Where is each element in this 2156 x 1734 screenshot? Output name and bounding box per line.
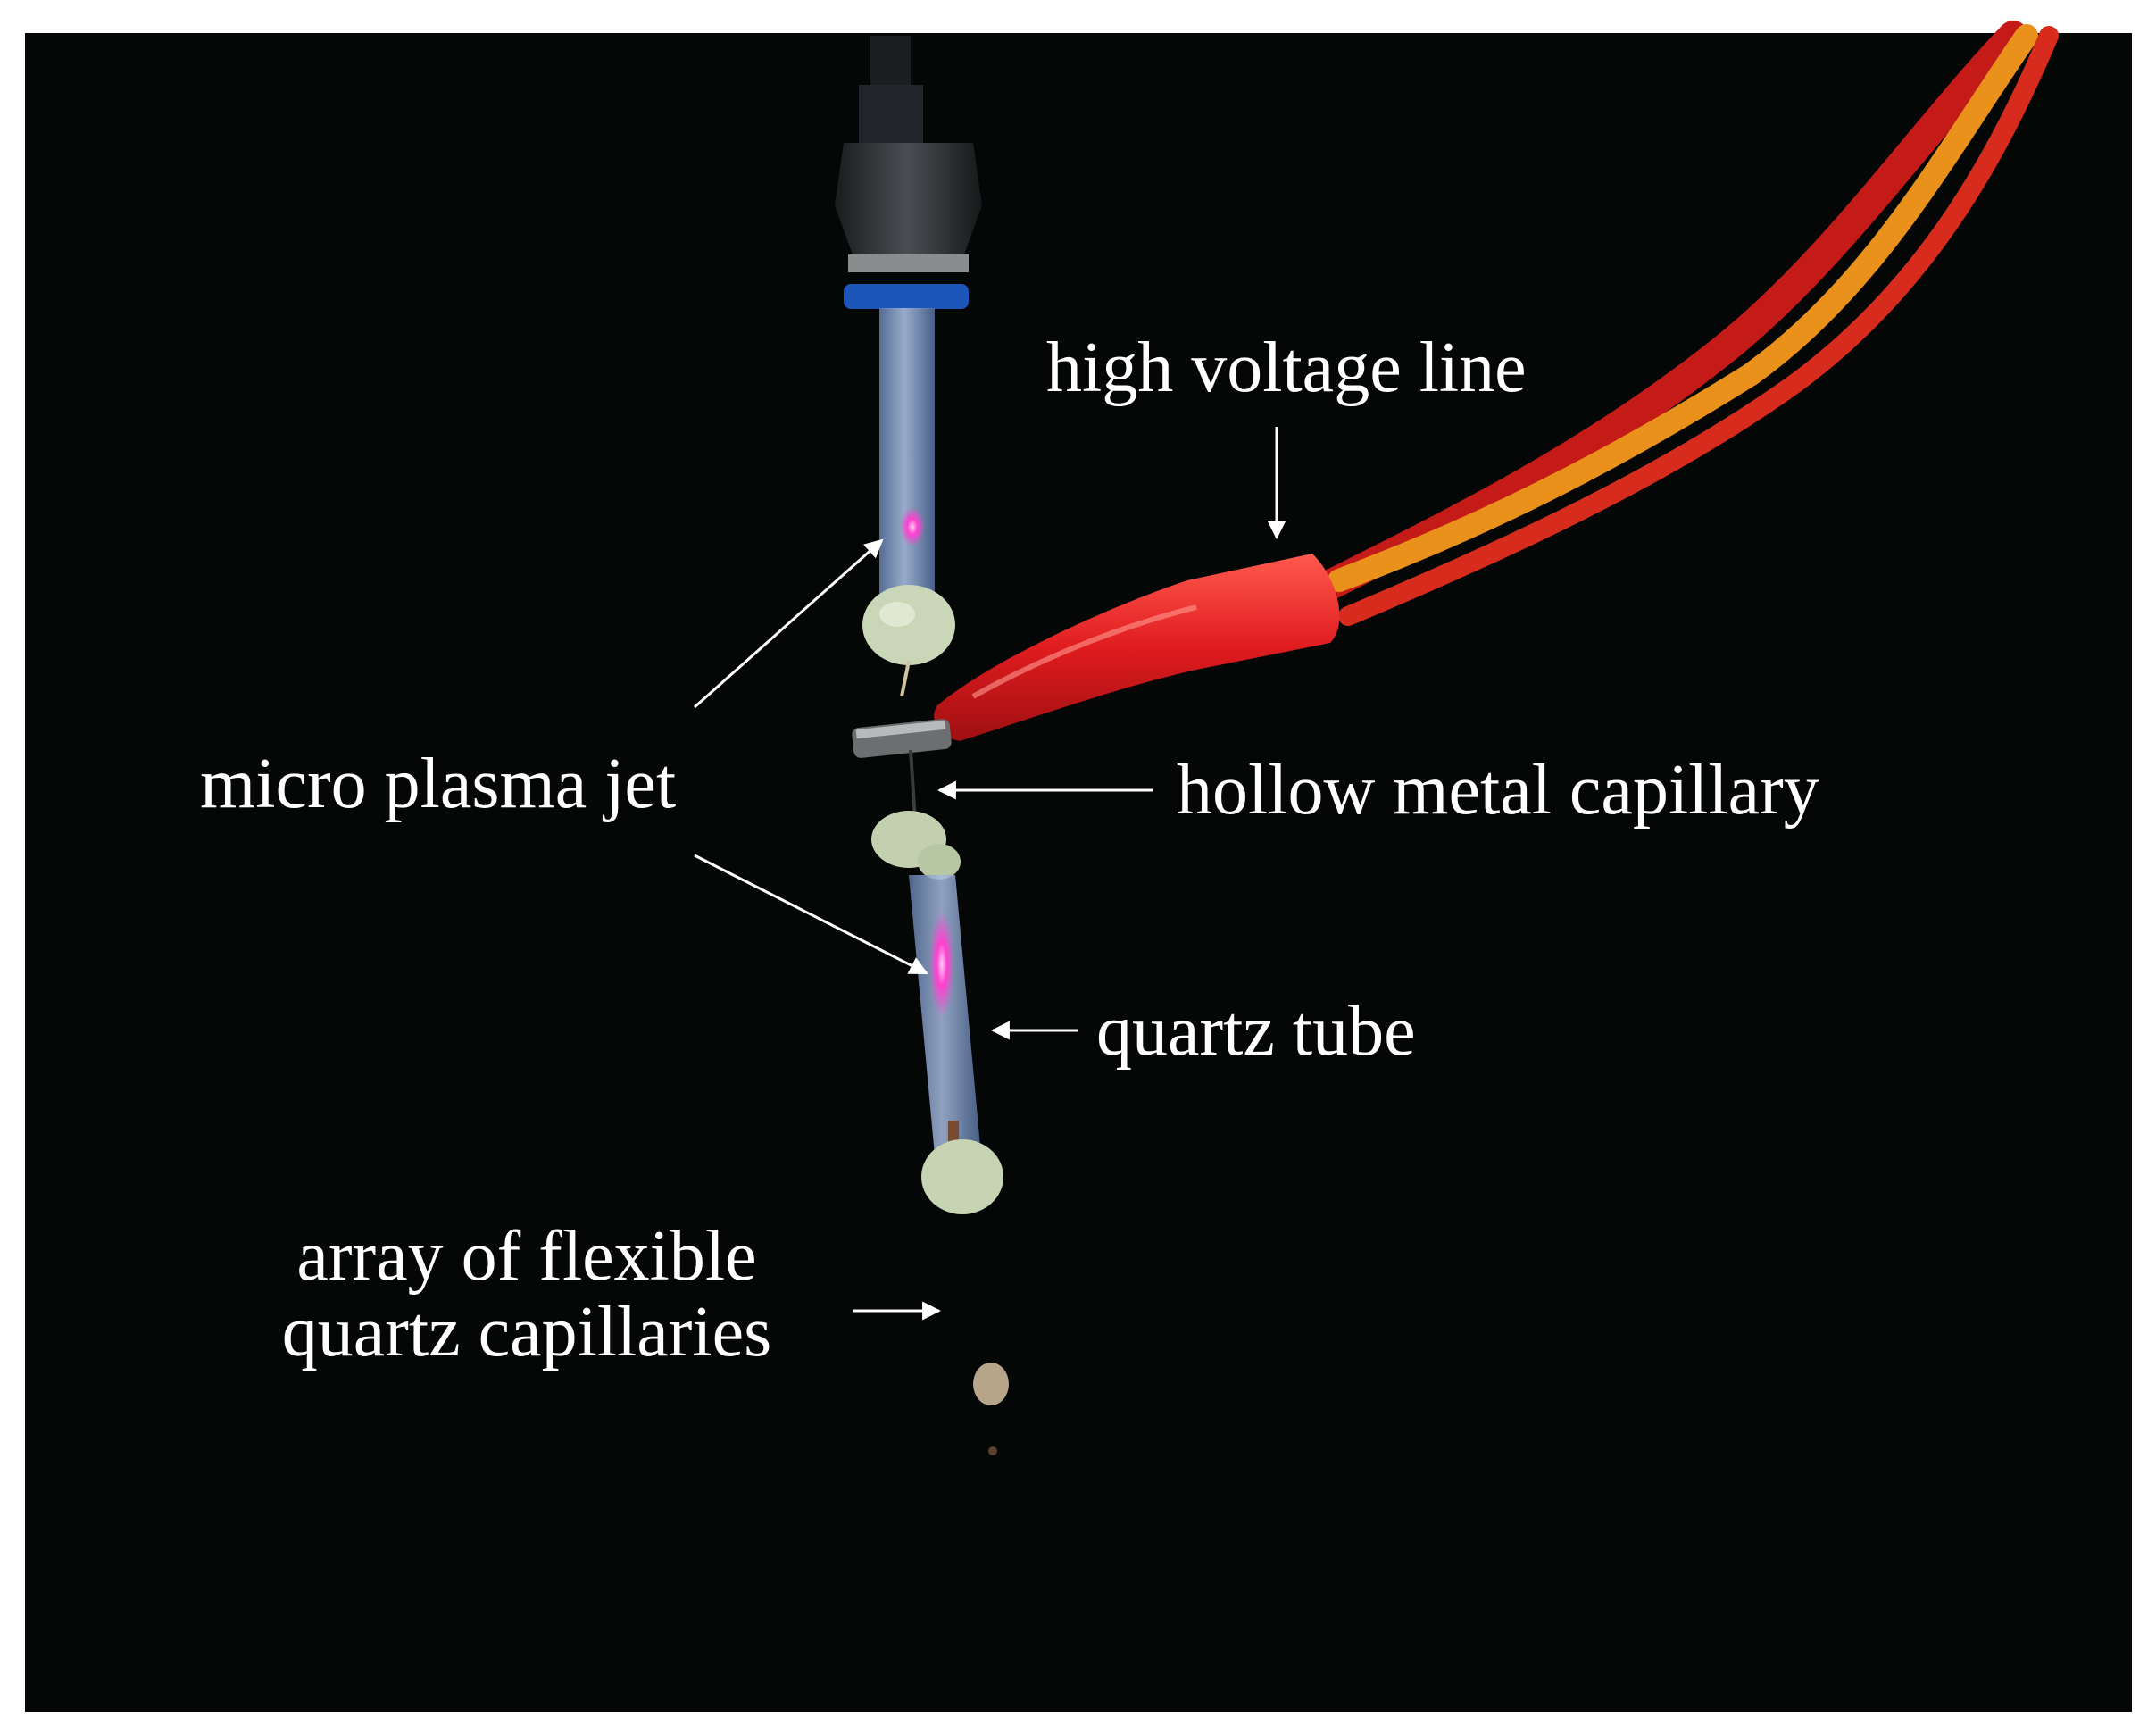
alligator-clip <box>852 554 1340 758</box>
gas-connector <box>835 36 982 309</box>
middle-glue-blob <box>871 811 961 880</box>
label-hollow-metal-capillary: hollow metal capillary <box>1177 751 1819 829</box>
label-capillary-array-line1: array of flexible <box>296 1217 757 1296</box>
label-capillary-array: array of flexible quartz capillaries <box>268 1219 786 1371</box>
capillary-speck <box>988 1446 997 1455</box>
upper-quartz-tube <box>879 308 935 612</box>
arrow-micro-plasma-jet-upper <box>694 538 884 709</box>
label-capillary-array-line2: quartz capillaries <box>281 1292 772 1371</box>
label-micro-plasma-jet: micro plasma jet <box>200 745 677 823</box>
label-quartz-tube: quartz tube <box>1096 992 1416 1071</box>
upper-glue-blob <box>862 585 955 697</box>
hollow-metal-capillary <box>909 749 917 822</box>
high-voltage-wires <box>1306 21 2059 626</box>
capillary-tip <box>973 1363 1009 1405</box>
arrow-micro-plasma-jet-lower <box>694 854 928 975</box>
lower-quartz-tube <box>909 875 982 1165</box>
label-high-voltage-line: high voltage line <box>1046 329 1527 407</box>
lower-glue-blob <box>921 1139 1003 1214</box>
